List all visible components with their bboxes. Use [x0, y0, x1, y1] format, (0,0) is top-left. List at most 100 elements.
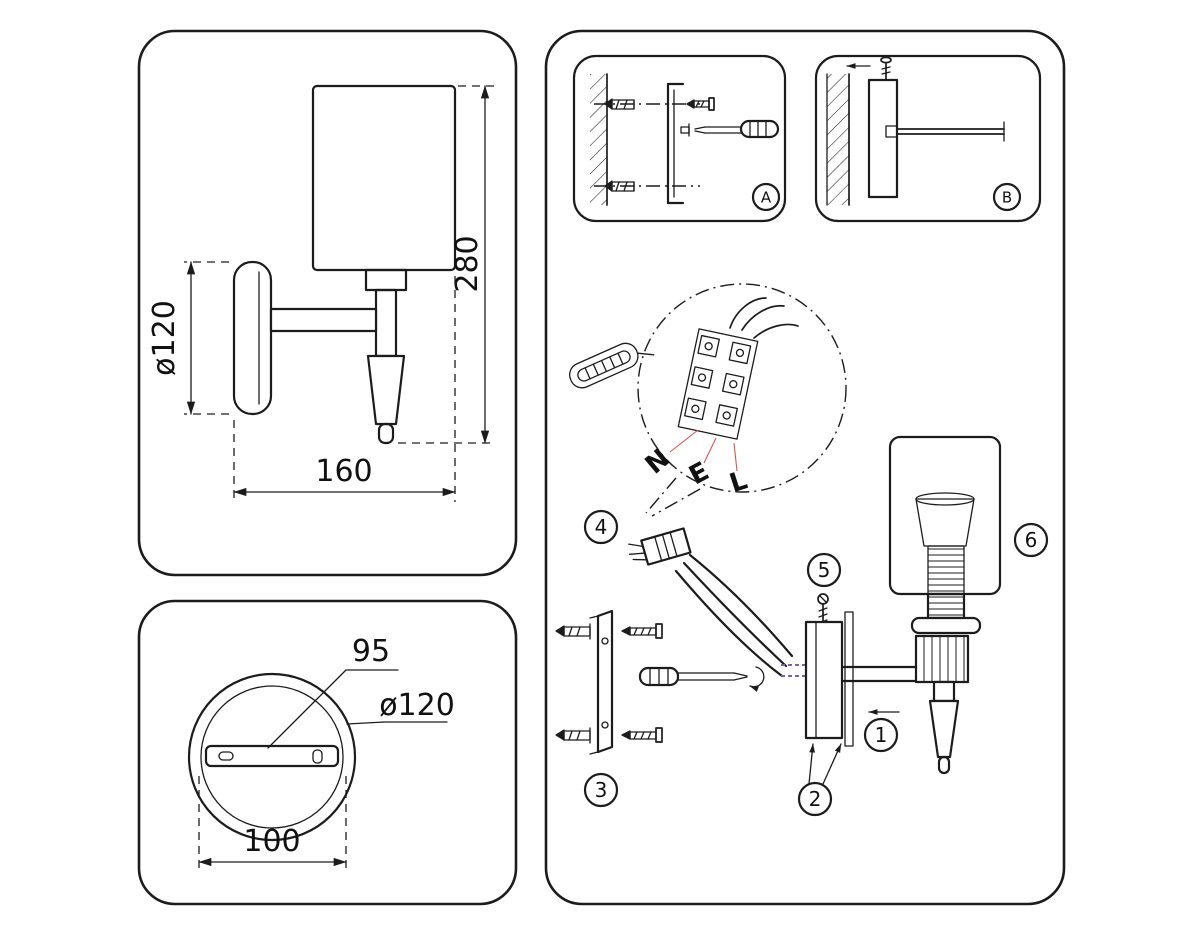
lamp-arm: [269, 307, 378, 333]
dimension-holes-100: 100: [198, 776, 347, 872]
dimension-diameter-120: ø120: [147, 261, 229, 415]
mounting-bar: [204, 744, 340, 768]
screw-icon: [621, 623, 663, 639]
step-1-label: 1: [875, 723, 888, 747]
method-b-label: B: [1002, 189, 1012, 207]
wiring-detail: N E L: [569, 283, 847, 517]
socket-cup: [915, 498, 975, 547]
step-2-leader: [822, 743, 842, 785]
wall-bracket: [596, 609, 614, 754]
reading-light-cone: [928, 699, 960, 759]
dim-diameter-label: ø120: [379, 688, 455, 723]
wall-anchor-icon: [604, 180, 635, 192]
lamp-wire: [674, 569, 784, 678]
dim-height-label: 280: [450, 235, 485, 292]
dim-diameter-label: ø120: [147, 300, 182, 376]
lamp-stem: [374, 288, 398, 358]
leader-n: [669, 429, 699, 453]
step-4-label: 4: [595, 515, 608, 539]
screwdriver-icon: [638, 666, 765, 692]
lamp-shade: [311, 84, 457, 272]
supply-wire: [741, 304, 785, 331]
lamp-socket: [364, 268, 408, 292]
wall-anchor-icon: [555, 727, 591, 744]
wall-bracket-mounted: [844, 611, 854, 747]
lamp-wire: [688, 553, 794, 658]
mounting-method-a: A: [572, 54, 787, 223]
dimension-slot-95: 95: [267, 634, 399, 749]
step-6-label: 6: [1025, 528, 1038, 552]
bracket-flange: [589, 751, 599, 755]
step-2-label: 2: [809, 787, 822, 811]
reading-light-tip: [937, 755, 951, 775]
wire-e-label: E: [684, 457, 714, 492]
reading-light-cone: [366, 354, 406, 426]
step-6-badge: [1013, 522, 1049, 558]
socket-ring: [910, 616, 982, 635]
step-3-bracket: 3: [555, 609, 663, 808]
panel-dimensions-side: ø120 280 160: [137, 29, 518, 577]
shade-socket-threaded: [914, 634, 970, 684]
screw-icon: [686, 97, 715, 111]
plate-inner-circle: [200, 685, 344, 829]
step-3-label: 3: [595, 778, 608, 802]
step-2-badge: [797, 781, 833, 817]
leader-line: [346, 721, 448, 725]
method-a-label: A: [761, 189, 772, 207]
method-b-badge: [992, 182, 1022, 212]
leader-line: [267, 669, 399, 749]
supply-wire: [753, 323, 799, 339]
bracket-plate: [867, 78, 899, 199]
screw-icon: [621, 727, 663, 743]
rotate-arrow: [749, 666, 765, 692]
wire-n-label: N: [640, 443, 676, 480]
bracket-hole: [601, 637, 609, 645]
reading-light-tip: [377, 422, 395, 445]
step-4-badge: [583, 509, 619, 545]
cable-clamp-icon: [569, 342, 655, 389]
wall-anchor-icon: [604, 98, 635, 110]
screw-icon: [880, 56, 892, 80]
panel-installation: A B: [544, 29, 1066, 906]
step-3-badge: [583, 772, 619, 808]
method-a-badge: [751, 182, 781, 212]
backplate-body: [804, 620, 844, 740]
dim-slot-label: 95: [352, 634, 390, 669]
dim-holes-label: 100: [243, 824, 300, 859]
bracket-flange: [589, 615, 599, 619]
step-2-leader: [808, 743, 816, 785]
mounting-bracket: [666, 82, 685, 205]
bubble-tail: [651, 488, 701, 517]
wall-lamp-side-view: [232, 84, 457, 445]
supply-wire: [729, 297, 767, 329]
wall-anchor-icon: [555, 623, 591, 640]
step-1-badge: [863, 717, 899, 753]
bracket-hole: [601, 721, 609, 729]
mounting-method-b: B: [814, 54, 1042, 223]
lamp-wire: [682, 561, 788, 668]
step-4-wiring: 4: [583, 509, 806, 678]
detail-bubble: [637, 283, 847, 493]
terminal-block: [677, 328, 759, 440]
dimension-diameter-120-back: ø120: [346, 688, 455, 725]
dimension-depth-160: 160: [233, 276, 456, 502]
mounting-slot-left: [218, 751, 234, 761]
wall-hatch: [827, 74, 849, 205]
panel-border: [137, 599, 518, 906]
screwdriver-icon: [680, 119, 780, 139]
panel-dimensions-back: 95 ø120 100: [137, 599, 518, 906]
wall-plate-edge: [232, 260, 273, 416]
mounting-slot-right: [312, 749, 323, 764]
wire-connector: [628, 527, 692, 566]
wall-hatch: [590, 74, 607, 205]
wire-l-label: L: [726, 466, 751, 500]
panel-border: [137, 29, 518, 577]
arm-clamp: [885, 125, 898, 138]
socket-thread-inner: [927, 545, 965, 595]
plate-outer-circle: [187, 672, 357, 842]
reading-light-neck: [932, 680, 956, 703]
bubble-tail: [645, 477, 677, 514]
socket-thread: [926, 592, 966, 620]
